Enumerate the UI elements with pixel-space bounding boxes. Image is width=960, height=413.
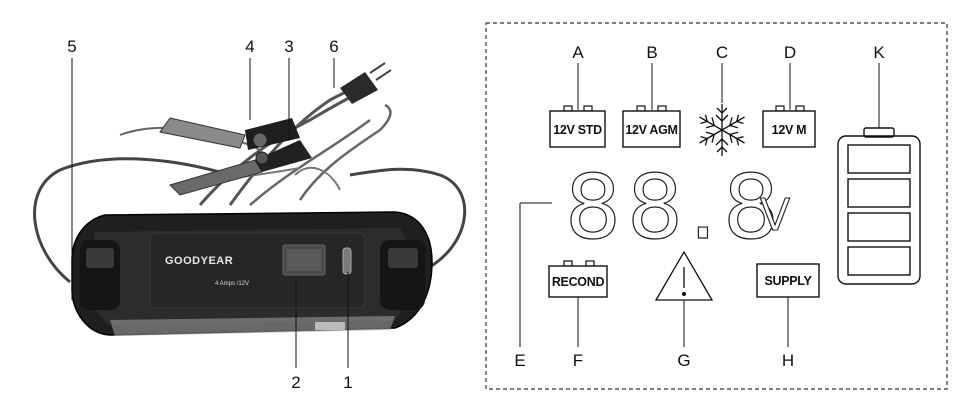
mode-button xyxy=(342,247,352,275)
voltage-digits: 88.8 xyxy=(565,156,785,259)
charger-device: GOODYEAR 4 Amps /12V xyxy=(33,62,467,336)
mains-plug xyxy=(340,62,392,104)
callout-a: A xyxy=(572,43,584,62)
display-callouts xyxy=(519,63,880,347)
device-callouts xyxy=(71,58,349,368)
voltage-readout: 88.8 V xyxy=(564,155,790,259)
power-cable xyxy=(33,157,231,284)
m-mode-icon: 12V M xyxy=(762,105,816,148)
callout-4: 4 xyxy=(245,37,254,56)
callout-1: 1 xyxy=(343,373,352,392)
warning-triangle-icon xyxy=(654,250,714,301)
callout-5: 5 xyxy=(67,37,76,56)
callout-b: B xyxy=(646,43,657,62)
supply-icon: SUPPLY xyxy=(756,263,820,298)
m-mode-label: 12V M xyxy=(772,123,807,137)
callout-6: 6 xyxy=(329,37,338,56)
callout-e: E xyxy=(514,351,525,370)
display-callout-labels: A B C D K E F G H xyxy=(514,43,885,370)
callout-3: 3 xyxy=(284,37,293,56)
agm-mode-icon: 12V AGM xyxy=(622,105,681,148)
callout-c: C xyxy=(716,43,728,62)
black-clamp xyxy=(169,140,312,196)
device-callout-labels: 5 4 3 6 2 1 xyxy=(67,37,352,392)
display-legend-frame xyxy=(485,22,948,390)
output-cable xyxy=(349,167,467,274)
red-clamp xyxy=(159,117,300,150)
callout-f: F xyxy=(573,351,583,370)
callout-d: D xyxy=(784,43,796,62)
recond-label: RECOND xyxy=(552,275,605,289)
snowflake-icon xyxy=(695,104,749,157)
callout-g: G xyxy=(677,351,690,370)
callout-h: H xyxy=(782,351,794,370)
supply-label: SUPPLY xyxy=(764,274,812,288)
battery-level-icon xyxy=(837,127,921,285)
spec-label: 4 Amps /12V xyxy=(215,281,249,287)
callout-k: K xyxy=(873,43,885,62)
std-mode-label: 12V STD xyxy=(553,123,602,137)
callout-2: 2 xyxy=(291,373,300,392)
voltage-unit: V xyxy=(760,190,790,241)
recond-icon: RECOND xyxy=(548,260,608,298)
brand-logo: GOODYEAR xyxy=(165,255,233,267)
std-mode-icon: 12V STD xyxy=(549,105,606,148)
agm-mode-label: 12V AGM xyxy=(625,123,677,137)
